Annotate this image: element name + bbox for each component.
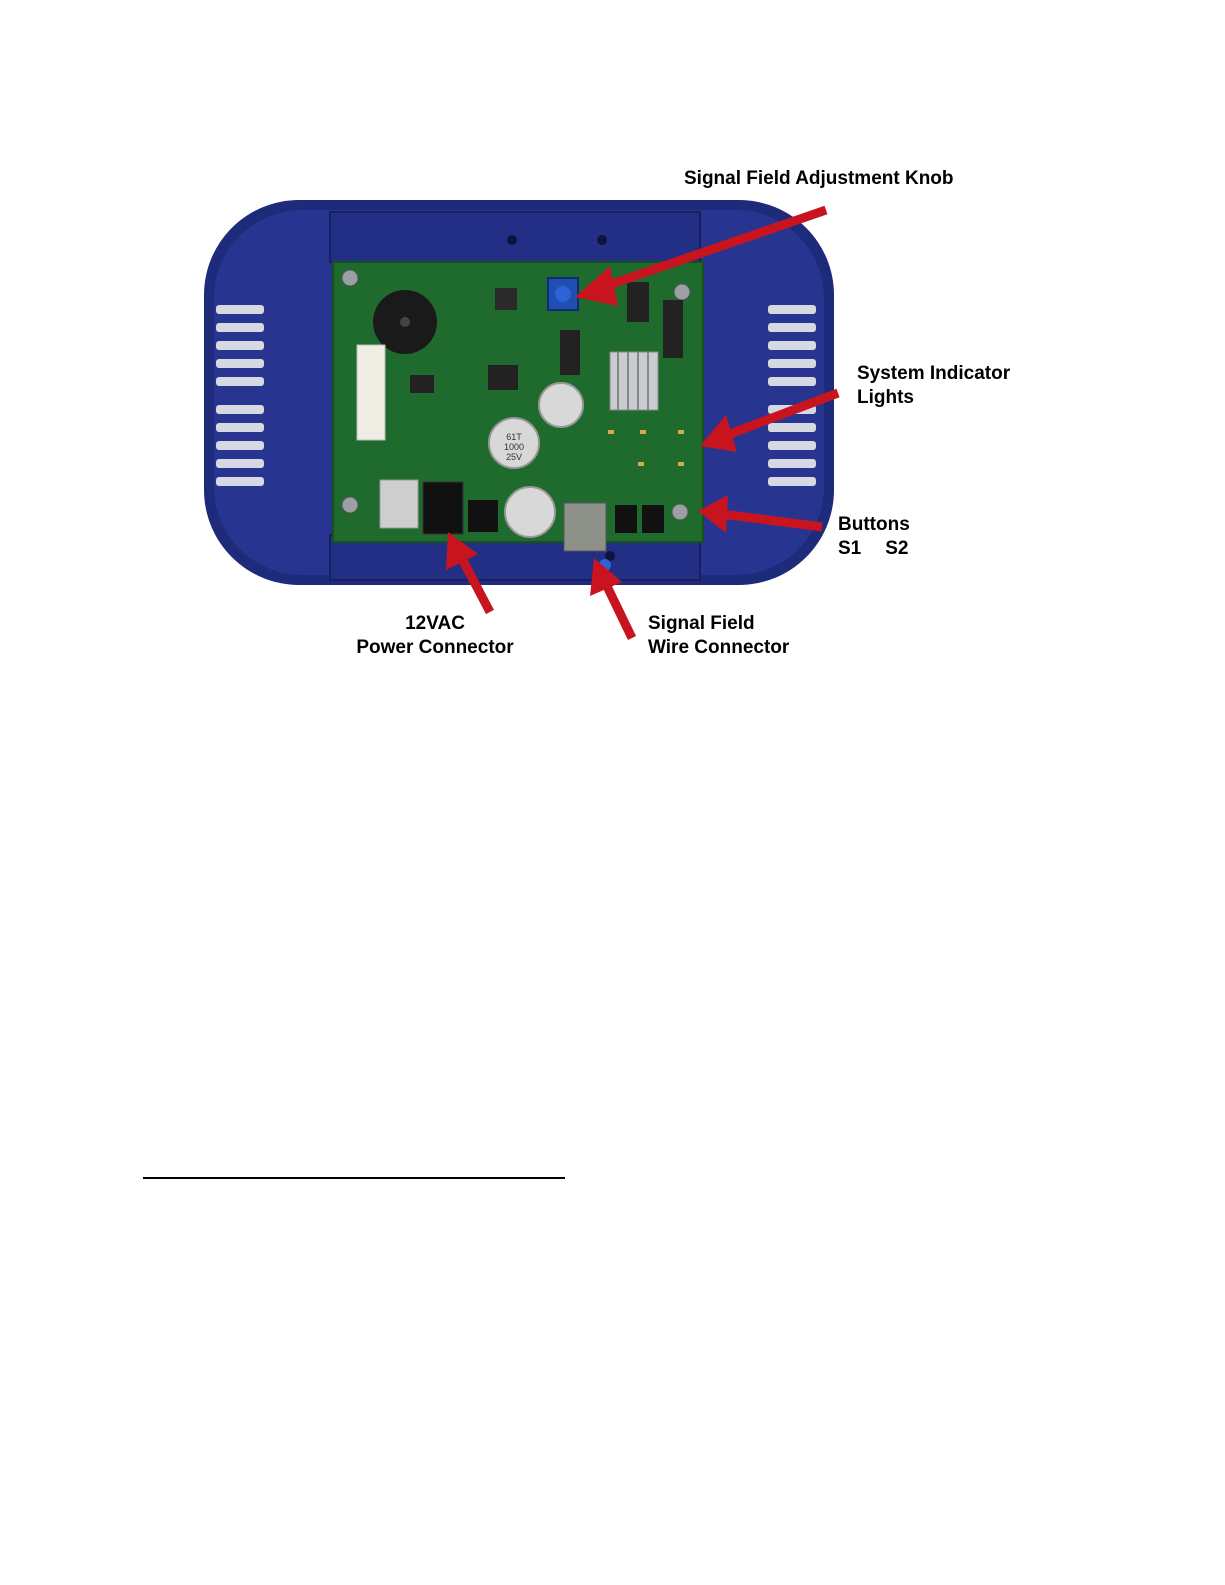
callout-text: Signal Field Adjustment Knob: [684, 167, 954, 191]
callout-text: System Indicator: [857, 362, 1010, 386]
button-s1-label: S1: [838, 537, 861, 561]
arrow-wire: [604, 580, 632, 638]
callout-power-connector: 12VAC Power Connector: [345, 612, 525, 660]
callout-system-indicator-lights: System Indicator Lights: [857, 362, 1010, 410]
capacitor-label: 1000: [504, 442, 524, 452]
callout-text: Lights: [857, 386, 1010, 410]
callout-text: 12VAC: [345, 612, 525, 636]
callout-text: Power Connector: [345, 636, 525, 660]
device-figure: 61T 1000 25V: [0, 0, 1225, 700]
callout-text: Buttons: [838, 513, 910, 537]
footnote-separator: [143, 1177, 565, 1179]
callout-button-ids: S1 S2: [838, 537, 910, 561]
capacitor-label: 25V: [506, 452, 522, 462]
device-photo: 61T 1000 25V: [0, 0, 1225, 700]
button-s2-label: S2: [885, 537, 908, 561]
circuit-board: 61T 1000 25V: [333, 262, 703, 571]
callout-signal-field-wire-connector: Signal Field Wire Connector: [648, 612, 789, 660]
callout-text: Signal Field: [648, 612, 789, 636]
callout-text: Wire Connector: [648, 636, 789, 660]
capacitor-label: 61T: [506, 432, 522, 442]
callout-buttons: Buttons S1 S2: [838, 513, 910, 561]
callout-signal-field-adjustment-knob: Signal Field Adjustment Knob: [684, 167, 954, 191]
